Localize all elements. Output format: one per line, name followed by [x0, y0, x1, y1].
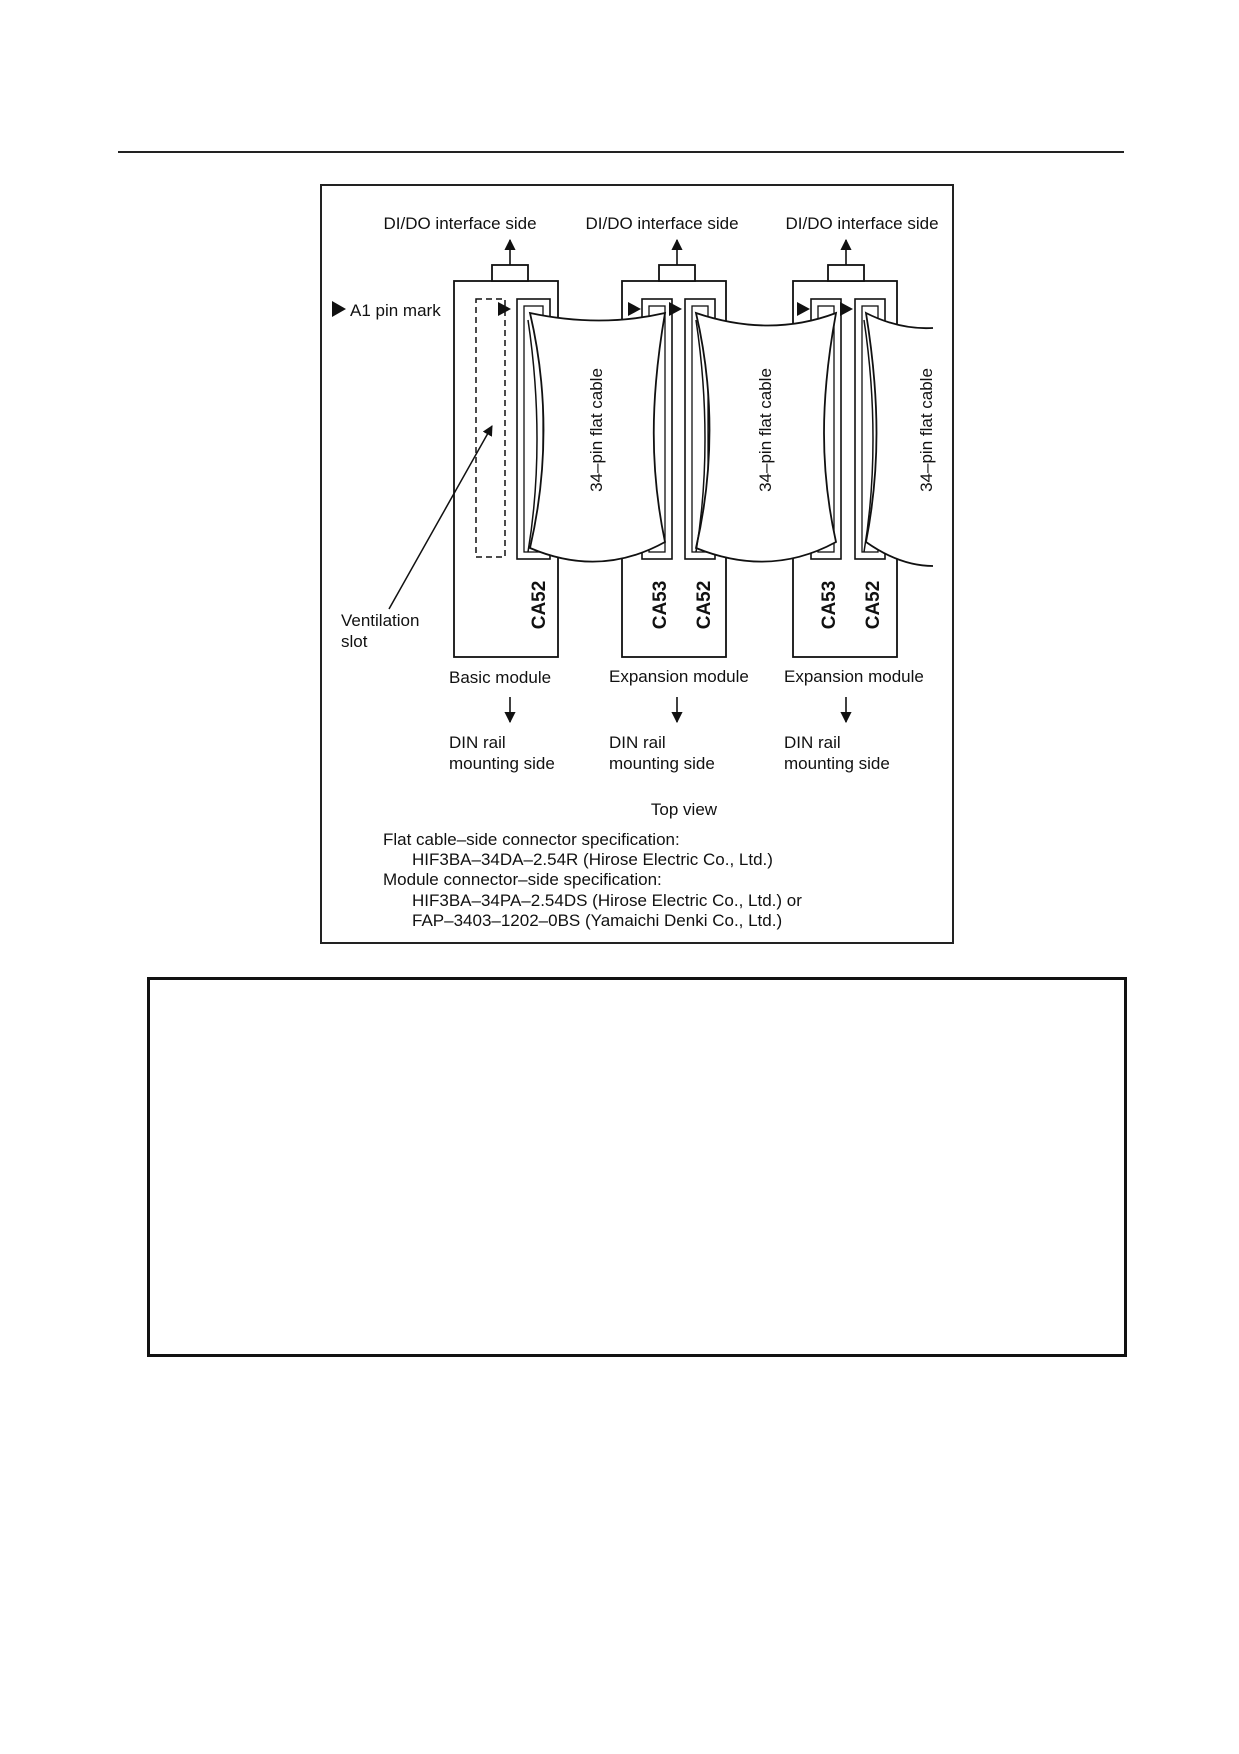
expansion-module-1-tab: [658, 264, 696, 282]
figure-frame: [320, 184, 954, 944]
connector-label-ca52-basic: CA52: [529, 581, 550, 630]
spec-line-3: Module connector–side specification:: [383, 870, 662, 889]
basic-module-tab: [491, 264, 529, 282]
view-label: Top view: [651, 800, 718, 819]
a1-pin-mark-icon: [332, 301, 346, 317]
cable-label-3: 34–pin flat cable: [917, 368, 936, 492]
module-name-expansion-1: Expansion module: [609, 667, 749, 686]
ventilation-slot-pointer: [388, 425, 493, 610]
flat-cable-2: [694, 311, 838, 563]
interface-side-label-3: DI/DO interface side: [785, 214, 938, 233]
din-rail-label-3-line1: DIN rail: [784, 733, 841, 752]
expansion-module-2-tab: [827, 264, 865, 282]
din-rail-label-2-line1: DIN rail: [609, 733, 666, 752]
connector-label-ca53-exp1: CA53: [650, 581, 671, 630]
interface-side-label-1: DI/DO interface side: [383, 214, 536, 233]
a1-pin-mark-icon: [840, 302, 853, 316]
connector-label-ca53-exp2: CA53: [819, 581, 840, 630]
page-header-rule: [118, 151, 1124, 153]
spec-line-2: HIF3BA–34DA–2.54R (Hirose Electric Co., …: [412, 850, 773, 869]
a1-pin-mark-icon: [628, 302, 641, 316]
empty-note-box: [147, 977, 1127, 1357]
din-rail-label-1-line1: DIN rail: [449, 733, 506, 752]
interface-side-label-2: DI/DO interface side: [585, 214, 738, 233]
spec-line-5: FAP–3403–1202–0BS (Yamaichi Denki Co., L…: [412, 911, 782, 930]
connector-label-ca52-exp1: CA52: [694, 581, 715, 630]
connection-diagram: DI/DO interface side DI/DO interface sid…: [332, 214, 939, 930]
ventilation-slot-label-line1: Ventilation: [341, 611, 419, 630]
spec-line-1: Flat cable–side connector specification:: [383, 830, 680, 849]
a1-pin-mark-label: A1 pin mark: [350, 301, 441, 320]
ventilation-slot: [475, 298, 506, 558]
din-rail-label-1-line2: mounting side: [449, 754, 555, 773]
din-rail-label-2-line2: mounting side: [609, 754, 715, 773]
cable-label-1: 34–pin flat cable: [587, 368, 606, 492]
connector-label-ca52-exp2: CA52: [863, 581, 884, 630]
a1-pin-mark-icon: [498, 302, 511, 316]
spec-line-4: HIF3BA–34PA–2.54DS (Hirose Electric Co.,…: [412, 891, 802, 910]
a1-pin-mark-icon: [797, 302, 810, 316]
flat-cable-3-partial: [864, 311, 934, 567]
din-rail-label-3-line2: mounting side: [784, 754, 890, 773]
module-name-expansion-2: Expansion module: [784, 667, 924, 686]
flat-cable-1: [528, 311, 667, 563]
module-name-basic: Basic module: [449, 668, 551, 687]
a1-pin-mark-icon: [669, 302, 682, 316]
cable-label-2: 34–pin flat cable: [756, 368, 775, 492]
ventilation-slot-label-line2: slot: [341, 632, 368, 651]
